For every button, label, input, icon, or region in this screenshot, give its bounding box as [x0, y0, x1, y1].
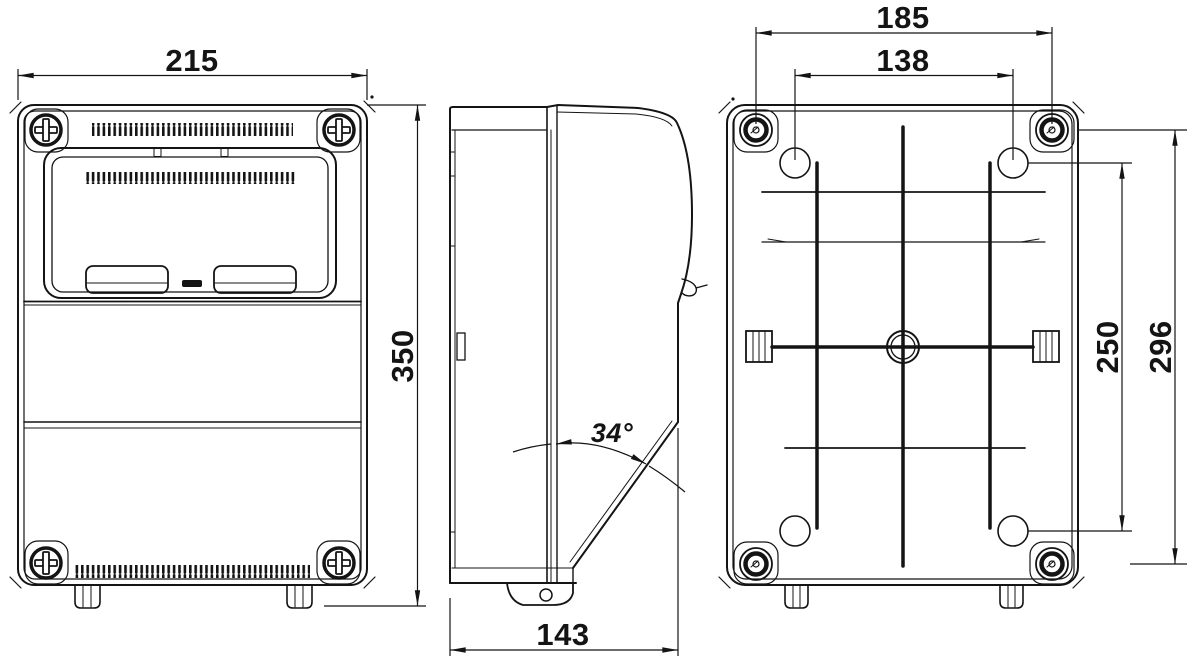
- side-sloped-face: [572, 421, 679, 569]
- back-inner-body: [732, 110, 1073, 580]
- corner-mold-ticks: [9, 100, 376, 589]
- hinge-hook: [681, 278, 708, 297]
- din-clip-icon: [1032, 330, 1060, 363]
- mounting-foot: [74, 584, 101, 609]
- phillips-screw-icon: [29, 546, 63, 580]
- mounting-hole-icon: [997, 515, 1029, 547]
- lock-slot: [182, 280, 202, 287]
- side-lid-inner-line: [556, 111, 673, 127]
- side-view: [449, 103, 708, 606]
- dim-back-width-inner: 138: [794, 43, 1014, 160]
- side-lid-profile: [546, 103, 694, 304]
- dimensions: 215 350 143 34° 185 138: [17, 0, 1187, 656]
- phillips-screw-icon: [322, 113, 356, 147]
- front-outer-body: [17, 104, 368, 586]
- corner-dot: [370, 95, 374, 99]
- window-hinge-notch: [153, 148, 162, 157]
- dim-back-height-outer: 296: [1078, 129, 1187, 565]
- dim-front-width: 215: [17, 43, 368, 100]
- rear-screw-icon: [739, 547, 773, 581]
- side-back-edge: [449, 106, 548, 110]
- din-clip-icon: [745, 330, 773, 363]
- front-inner-body: [23, 110, 362, 580]
- center-knockout-icon: [886, 330, 920, 364]
- dim-front-height-label: 350: [385, 329, 420, 382]
- back-view: [718, 97, 1085, 609]
- mounting-foot: [999, 584, 1024, 609]
- corner-dot: [731, 97, 735, 101]
- dim-door-angle: 34°: [512, 418, 686, 493]
- back-outer-body: [726, 104, 1079, 586]
- dim-back-width-inner-label: 138: [876, 43, 929, 78]
- window-frame-outer: [43, 147, 337, 299]
- dim-side-depth: 143: [449, 428, 679, 656]
- phillips-screw-icon: [29, 113, 63, 147]
- dim-back-width-outer: 185: [755, 0, 1053, 124]
- vent-row-bottom: [75, 565, 310, 578]
- side-wall-ticks: [449, 151, 456, 533]
- dim-front-width-label: 215: [165, 43, 218, 78]
- dim-door-angle-label: 34°: [591, 418, 633, 448]
- dim-side-depth-label: 143: [536, 617, 589, 652]
- dim-back-width-outer-label: 185: [876, 0, 929, 35]
- vent-row-top: [92, 123, 293, 136]
- mounting-hole-icon: [779, 515, 811, 547]
- dim-back-height-outer-label: 296: [1143, 320, 1178, 373]
- front-view: [9, 95, 376, 609]
- mounting-foot: [784, 584, 809, 609]
- corner-mold-ticks: [718, 101, 1085, 589]
- window-hinge-notch: [220, 148, 229, 157]
- dim-front-height: 350: [324, 104, 426, 607]
- mounting-foot: [286, 584, 313, 609]
- dim-back-height-inner: 250: [1028, 162, 1132, 532]
- rear-screw-icon: [1035, 547, 1069, 581]
- latch-handle: [213, 265, 297, 294]
- latch-tab: [506, 582, 574, 606]
- latch-handle: [85, 265, 169, 294]
- rail-end-ticks: [767, 238, 1040, 243]
- side-sloped-face-inner: [569, 420, 673, 563]
- phillips-screw-icon: [322, 546, 356, 580]
- side-wall-slot: [456, 332, 466, 361]
- vent-row-window: [84, 172, 297, 184]
- dim-back-height-inner-label: 250: [1090, 320, 1125, 373]
- screw-pads: [24, 108, 361, 585]
- window-frame-inner: [51, 156, 329, 293]
